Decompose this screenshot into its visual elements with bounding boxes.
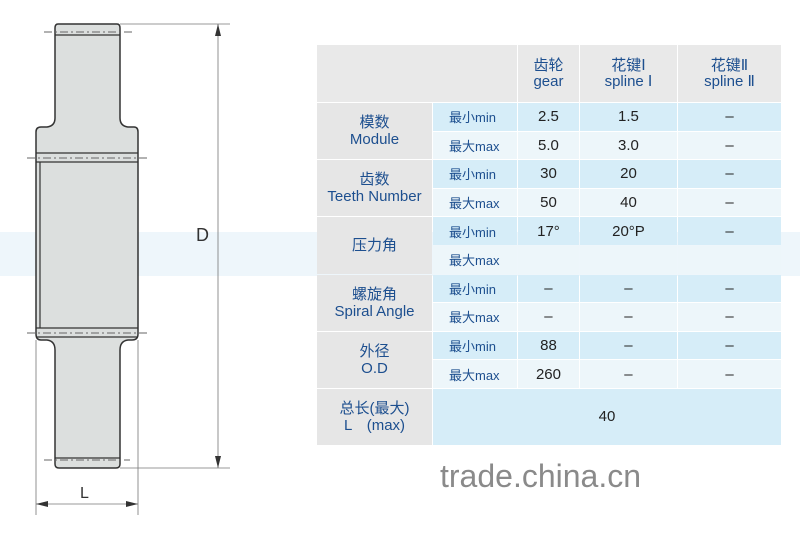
value-cell: 1.5 bbox=[579, 103, 677, 131]
value-cell: – bbox=[677, 303, 781, 331]
value-cell: 3.0 bbox=[579, 131, 677, 160]
value-cell: – bbox=[677, 188, 781, 217]
value-cell: 40 bbox=[579, 188, 677, 217]
max-label: 最大max bbox=[433, 303, 517, 331]
length-label: L bbox=[80, 485, 89, 502]
value-cell: – bbox=[677, 131, 781, 160]
min-label: 最小min bbox=[433, 274, 517, 303]
value-cell bbox=[579, 245, 677, 274]
value-cell bbox=[677, 245, 781, 274]
total-length-value: 40 bbox=[433, 388, 781, 445]
max-label: 最大max bbox=[433, 245, 517, 274]
value-cell: – bbox=[579, 303, 677, 331]
value-cell: – bbox=[677, 331, 781, 360]
table-row-max: 最大max bbox=[317, 245, 781, 274]
value-cell: – bbox=[518, 303, 579, 331]
total-length-row: 总长(最大)L (max) 40 bbox=[317, 388, 781, 445]
value-cell: – bbox=[677, 103, 781, 131]
gear-shaft-drawing: D L bbox=[27, 23, 230, 515]
min-label: 最小min bbox=[433, 160, 517, 188]
header-blank bbox=[317, 45, 517, 102]
value-cell: 30 bbox=[518, 160, 579, 188]
min-label: 最小min bbox=[433, 217, 517, 245]
shaft-outline bbox=[35, 23, 139, 469]
value-cell bbox=[518, 245, 579, 274]
value-cell: – bbox=[677, 217, 781, 245]
min-label: 最小min bbox=[433, 331, 517, 360]
param-label: 压力角 bbox=[317, 217, 432, 274]
value-cell: 88 bbox=[518, 331, 579, 360]
value-cell: 20 bbox=[579, 160, 677, 188]
value-cell: – bbox=[677, 360, 781, 388]
value-cell: 2.5 bbox=[518, 103, 579, 131]
max-label: 最大max bbox=[433, 188, 517, 217]
table-row-max: 最大max––– bbox=[317, 303, 781, 331]
value-cell: – bbox=[579, 331, 677, 360]
value-cell: 5.0 bbox=[518, 131, 579, 160]
diameter-label: D bbox=[196, 225, 209, 245]
max-label: 最大max bbox=[433, 360, 517, 388]
value-cell: 17° bbox=[518, 217, 579, 245]
value-cell: 20°P bbox=[579, 217, 677, 245]
value-cell: – bbox=[677, 160, 781, 188]
total-length-label: 总长(最大)L (max) bbox=[317, 388, 432, 445]
min-label: 最小min bbox=[433, 103, 517, 131]
value-cell: – bbox=[579, 360, 677, 388]
value-cell: 50 bbox=[518, 188, 579, 217]
value-cell: 260 bbox=[518, 360, 579, 388]
value-cell: – bbox=[677, 274, 781, 303]
value-cell: – bbox=[518, 274, 579, 303]
watermark: trade.china.cn bbox=[440, 458, 642, 494]
max-label: 最大max bbox=[433, 131, 517, 160]
value-cell: – bbox=[579, 274, 677, 303]
